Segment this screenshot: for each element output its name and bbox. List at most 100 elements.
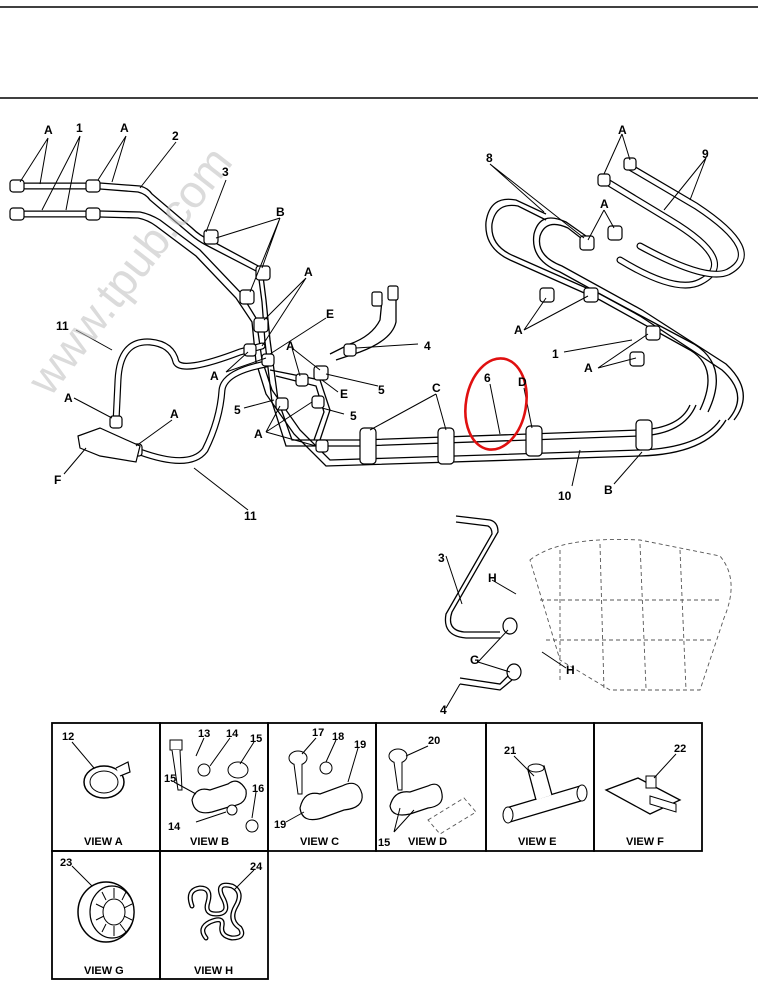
callout-3: 3 bbox=[438, 551, 445, 565]
callout-d: D bbox=[518, 375, 527, 389]
callout-4: 4 bbox=[440, 703, 447, 717]
clamp-a-18 bbox=[607, 225, 623, 241]
view-h-title: VIEW H bbox=[194, 965, 233, 977]
callout-1: 1 bbox=[552, 347, 559, 361]
clamp-a-15 bbox=[645, 325, 661, 341]
callout-4: 4 bbox=[424, 339, 431, 353]
view-f-title: VIEW F bbox=[626, 836, 664, 848]
callout-a: A bbox=[170, 407, 179, 421]
callout-a: A bbox=[120, 121, 129, 135]
tee-fitting-icon bbox=[502, 755, 588, 824]
clamp-a-4 bbox=[85, 207, 101, 221]
callout-6: 6 bbox=[484, 371, 491, 385]
clamp-a-17 bbox=[579, 235, 595, 251]
callout-2: 2 bbox=[172, 129, 179, 143]
clamp-c-2 bbox=[437, 427, 455, 465]
callout-a: A bbox=[514, 323, 523, 337]
clamp-a-10 bbox=[275, 397, 289, 411]
part-22: 22 bbox=[674, 743, 686, 755]
callout-8: 8 bbox=[486, 151, 493, 165]
callout-5: 5 bbox=[378, 383, 385, 397]
part-19: 19 bbox=[354, 739, 366, 751]
clamp-a-13 bbox=[539, 287, 555, 303]
clamp-a-19 bbox=[597, 173, 611, 187]
bracket-f-icon bbox=[604, 753, 682, 815]
callout-a: A bbox=[44, 123, 53, 137]
clamp-a-3 bbox=[85, 179, 101, 193]
part-15: 15 bbox=[250, 733, 262, 745]
part-15: 15 bbox=[164, 773, 176, 785]
clamp-a-21 bbox=[109, 415, 123, 429]
transmission-inset bbox=[444, 515, 732, 709]
callout-b: B bbox=[276, 205, 285, 219]
callout-a: A bbox=[254, 427, 263, 441]
callout-c: C bbox=[432, 381, 441, 395]
clamp-d-icon bbox=[388, 745, 477, 835]
callout-g: G bbox=[470, 653, 479, 667]
part-16: 16 bbox=[252, 783, 264, 795]
clamp-a-14 bbox=[583, 287, 599, 303]
view-f-box bbox=[593, 722, 703, 852]
callout-a: A bbox=[64, 391, 73, 405]
clamp-b-4 bbox=[635, 419, 653, 451]
fitting-e-1 bbox=[313, 365, 329, 381]
clamp-group bbox=[9, 157, 661, 465]
callout-5: 5 bbox=[234, 403, 241, 417]
hose-clamp-icon bbox=[71, 741, 131, 799]
clamp-a-12 bbox=[315, 439, 329, 453]
part-13: 13 bbox=[198, 728, 210, 740]
view-g-title: VIEW G bbox=[84, 965, 124, 977]
part-12: 12 bbox=[62, 731, 74, 743]
callout-h: H bbox=[488, 571, 497, 585]
callout-3: 3 bbox=[222, 165, 229, 179]
clamp-a-5 bbox=[253, 317, 269, 333]
clamp-a-20 bbox=[623, 157, 637, 171]
clamp-a-2 bbox=[9, 207, 25, 221]
fitting-4-2 bbox=[387, 285, 399, 301]
clamp-assembly-icon bbox=[169, 737, 259, 833]
clamp-a-9 bbox=[295, 373, 309, 387]
part-18: 18 bbox=[332, 731, 344, 743]
clamp-b-1 bbox=[203, 229, 219, 245]
detail-views: 12 VIEW A 13 14 15 15 16 14 VIEW B 17 bbox=[51, 722, 703, 980]
clamp-a-11 bbox=[311, 395, 325, 409]
callout-a: A bbox=[600, 197, 609, 211]
callout-10: 10 bbox=[558, 489, 572, 503]
clamp-a-16 bbox=[629, 351, 645, 367]
callout-11: 11 bbox=[244, 509, 257, 523]
part-23: 23 bbox=[60, 857, 72, 869]
leader-lines bbox=[19, 133, 707, 511]
part-14: 14 bbox=[168, 821, 181, 833]
view-b-title: VIEW B bbox=[190, 836, 229, 848]
bracket-f bbox=[77, 427, 141, 463]
spring-clip-icon bbox=[187, 869, 255, 941]
view-a-title: VIEW A bbox=[84, 836, 123, 848]
grommet-icon bbox=[71, 865, 135, 943]
part-15: 15 bbox=[378, 837, 390, 849]
callout-b: B bbox=[604, 483, 613, 497]
clamp-a-7 bbox=[261, 353, 275, 367]
callout-1: 1 bbox=[76, 121, 83, 135]
callout-e: E bbox=[326, 307, 334, 321]
callout-a: A bbox=[618, 123, 627, 137]
view-d-title: VIEW D bbox=[408, 836, 447, 848]
callout-9: 9 bbox=[702, 147, 709, 161]
clamp-c-1 bbox=[359, 427, 377, 465]
part-24: 24 bbox=[250, 861, 263, 873]
callout-h: H bbox=[566, 663, 575, 677]
part-21: 21 bbox=[504, 745, 516, 757]
callout-f: F bbox=[54, 473, 61, 487]
clamp-a-1 bbox=[9, 179, 25, 193]
clamp-b-3 bbox=[239, 289, 255, 305]
callout-a: A bbox=[304, 265, 313, 279]
callout-11: 11 bbox=[56, 319, 69, 333]
callout-a: A bbox=[584, 361, 593, 375]
part-20: 20 bbox=[428, 735, 440, 747]
clamp-d-1 bbox=[525, 425, 543, 457]
clamp-a-8 bbox=[343, 343, 357, 357]
callout-5: 5 bbox=[350, 409, 357, 423]
part-19: 19 bbox=[274, 819, 286, 831]
view-e-title: VIEW E bbox=[518, 836, 557, 848]
